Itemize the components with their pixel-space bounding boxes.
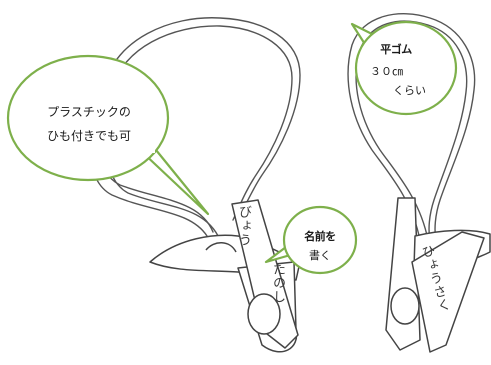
callout-string bbox=[6, 54, 210, 216]
elastic-callout-line1: ３０㎝ bbox=[370, 65, 403, 78]
elastic-callout-title: 平ゴム bbox=[380, 43, 412, 56]
left-clip-handwriting-1: びょう bbox=[236, 205, 251, 247]
name-callout-line1: 名前を bbox=[304, 230, 336, 243]
string-callout-line1: プラスチックの bbox=[47, 105, 131, 119]
callout-name bbox=[264, 205, 358, 275]
right-clothespin bbox=[385, 197, 491, 353]
string-callout-line2: ひも付きでも可 bbox=[46, 129, 131, 143]
left-clip-handwriting-2: たのし bbox=[270, 262, 285, 304]
callout-elastic bbox=[350, 20, 458, 116]
right-spring-hole bbox=[390, 287, 420, 325]
left-spring-hole bbox=[247, 293, 281, 335]
elastic-callout-line2: くらい bbox=[393, 84, 426, 97]
name-callout-line2: 書く bbox=[309, 249, 331, 262]
